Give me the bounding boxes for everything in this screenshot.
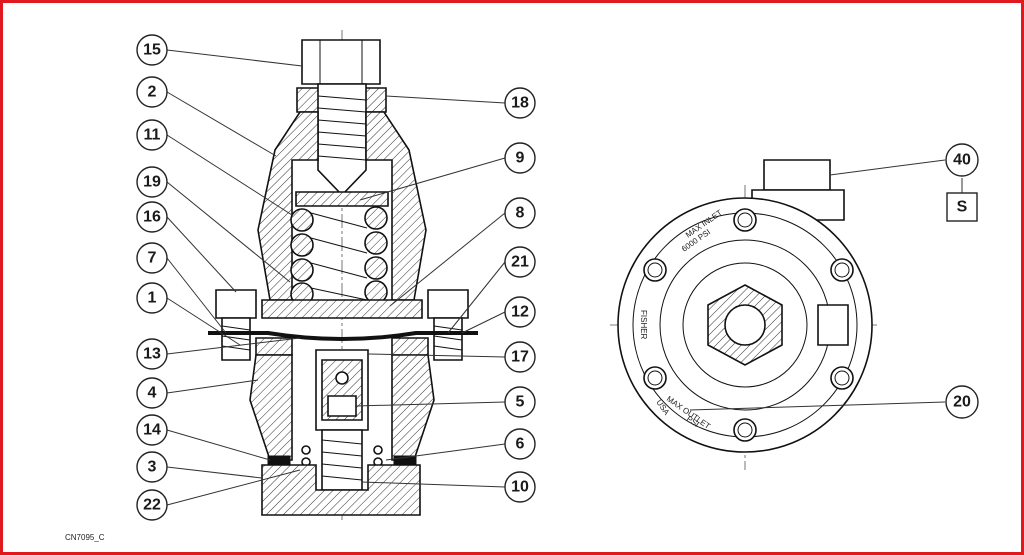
face-view: MAX INLET 6000 PSI FISHER MAX OUTLET PSI… [610,159,880,470]
callout-18: 18 [504,87,536,119]
spring [290,206,388,306]
svg-text:4: 4 [148,385,157,402]
callout-8: 8 [504,197,536,229]
svg-text:22: 22 [143,497,161,514]
callout-17: 17 [504,341,536,373]
svg-text:19: 19 [143,174,161,191]
callout-12: 12 [504,296,536,328]
svg-text:18: 18 [511,95,529,112]
svg-text:16: 16 [143,209,161,226]
svg-text:S: S [957,199,968,216]
leader-lines [166,49,963,506]
callout-16: 16 [136,201,168,233]
svg-text:12: 12 [511,304,529,321]
callout-10: 10 [504,471,536,503]
callout-14: 14 [136,414,168,446]
regulator-diagram: MAX INLET 6000 PSI FISHER MAX OUTLET PSI… [136,30,979,521]
svg-text:14: 14 [143,422,161,439]
svg-text:5: 5 [516,394,525,411]
callout-20: 20 [945,385,979,419]
callout-5: 5 [504,386,536,418]
callout-11: 11 [136,119,168,151]
callout-7: 7 [136,242,168,274]
svg-text:21: 21 [511,254,529,271]
callout-3: 3 [136,451,168,483]
svg-text:20: 20 [953,394,971,411]
svg-text:13: 13 [143,346,161,363]
svg-text:2: 2 [148,84,157,101]
svg-text:10: 10 [511,479,529,496]
callout-21: 21 [504,246,536,278]
callout-19: 19 [136,166,168,198]
callout-22: 22 [136,489,168,521]
svg-text:1: 1 [148,290,157,307]
svg-text:17: 17 [511,349,529,366]
square-callout-s: S [946,192,978,222]
svg-text:9: 9 [516,150,525,167]
callout-9: 9 [504,142,536,174]
brand-text: FISHER [639,310,648,340]
callout-13: 13 [136,338,168,370]
callout-1: 1 [136,282,168,314]
callout-4: 4 [136,377,168,409]
svg-text:7: 7 [148,250,157,267]
svg-text:40: 40 [953,152,971,169]
callout-15: 15 [136,34,168,66]
svg-text:3: 3 [148,459,157,476]
svg-text:6: 6 [516,436,525,453]
svg-text:15: 15 [143,42,161,59]
callout-6: 6 [504,428,536,460]
drawing-code: CN7095_C [65,533,105,542]
section-view [208,30,478,520]
callout-40: 40 [945,143,979,177]
svg-text:8: 8 [516,205,525,222]
callouts: 15 2 11 19 16 7 1 13 4 14 3 22 18 9 8 21… [136,34,979,521]
svg-text:11: 11 [144,127,161,144]
callout-2: 2 [136,76,168,108]
